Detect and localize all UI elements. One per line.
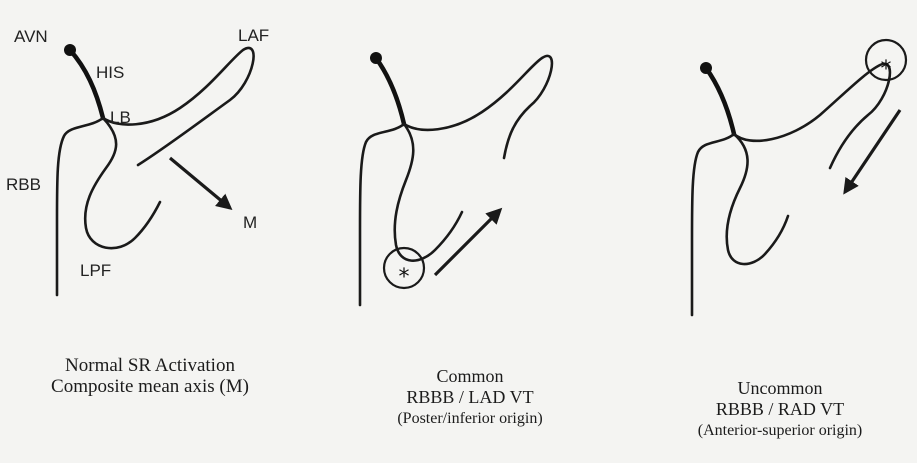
- caption-3-line-2: RBBB / RAD VT: [650, 399, 910, 420]
- activation-arrow-up: [435, 210, 500, 275]
- left-posterior-fascicle: [395, 124, 462, 261]
- his-stem: [706, 68, 734, 134]
- origin-star: *: [399, 265, 410, 290]
- his-bundle: [370, 52, 404, 124]
- activation-arrow-down: [845, 110, 900, 192]
- his-stem: [70, 50, 103, 118]
- origin-star: *: [881, 57, 892, 82]
- left-anterior-fascicle: [404, 56, 552, 158]
- caption-2-line-3: (Poster/inferior origin): [340, 408, 600, 429]
- panel-common-vt: *: [360, 52, 552, 305]
- caption-2-line-1: Common: [340, 366, 600, 387]
- caption-1-line-2: Composite mean axis (M): [0, 376, 300, 397]
- label-laf: LAF: [238, 26, 269, 45]
- caption-3-line-1: Uncommon: [650, 378, 910, 399]
- caption-panel-2: Common RBBB / LAD VT (Poster/inferior or…: [340, 366, 600, 429]
- panel-uncommon-vt: *: [692, 40, 906, 315]
- caption-2-line-2: RBBB / LAD VT: [340, 387, 600, 408]
- panel-normal-sr: AVN HIS LAF LB RBB LPF M: [6, 26, 269, 295]
- left-anterior-fascicle: [734, 64, 890, 168]
- his-bundle: [700, 62, 734, 134]
- label-lb: LB: [110, 108, 131, 127]
- left-posterior-fascicle: [85, 118, 160, 248]
- caption-3-line-3: (Anterior-superior origin): [650, 420, 910, 441]
- label-m: M: [243, 213, 257, 232]
- caption-1-line-1: Normal SR Activation: [0, 355, 300, 376]
- label-avn: AVN: [14, 27, 48, 46]
- left-anterior-fascicle: [103, 48, 254, 165]
- label-his: HIS: [96, 63, 124, 82]
- label-lpf: LPF: [80, 261, 111, 280]
- left-posterior-fascicle: [727, 134, 788, 264]
- caption-panel-3: Uncommon RBBB / RAD VT (Anterior-superio…: [650, 378, 910, 441]
- mean-axis-arrow: [170, 158, 230, 208]
- label-rbb: RBB: [6, 175, 41, 194]
- his-stem: [376, 58, 404, 124]
- caption-panel-1: Normal SR Activation Composite mean axis…: [0, 355, 300, 397]
